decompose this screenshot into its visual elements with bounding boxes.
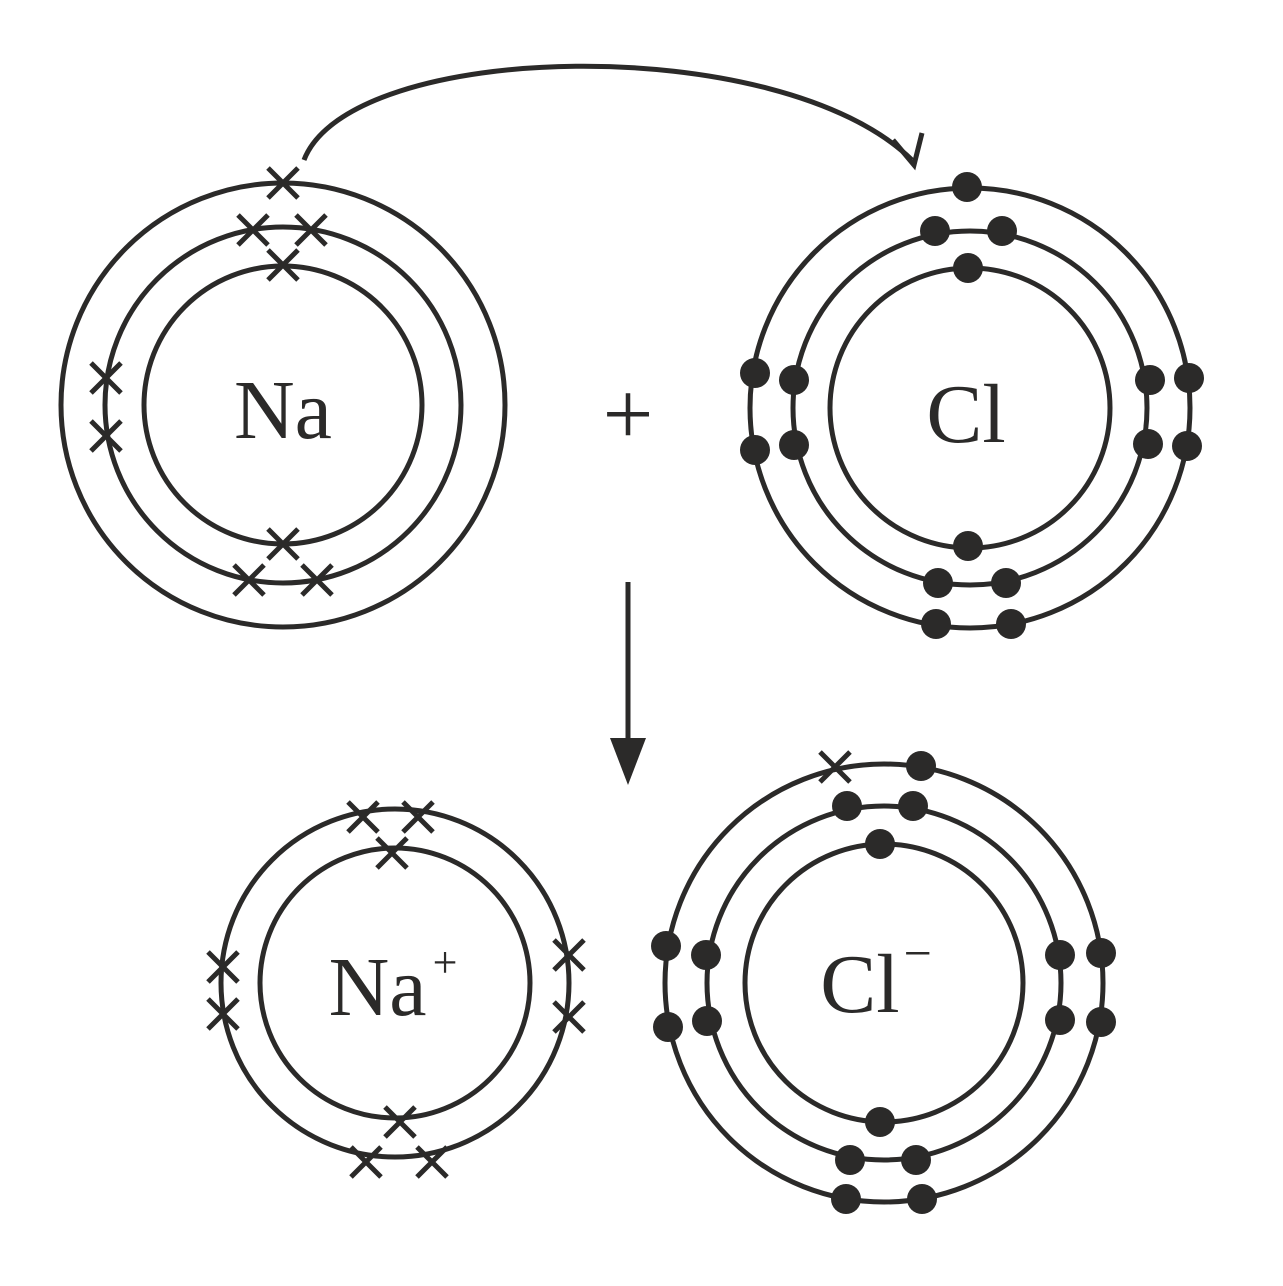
cl-ion-shell-3 (662, 761, 1106, 1205)
cl-ion-electron (906, 751, 936, 781)
na-ion-electron (346, 800, 380, 834)
cl-ion-electron (865, 829, 895, 859)
cl-electron (987, 216, 1017, 246)
cl-ion-electron (865, 1107, 895, 1137)
cl-ion-shell-2 (704, 803, 1064, 1163)
cl-electron (1174, 363, 1204, 393)
cl-ion-electron (651, 931, 681, 961)
cl-ion-charge: − (904, 925, 932, 981)
cl-ion-electron (907, 1184, 937, 1214)
cl-ion-electron (832, 791, 862, 821)
transfer-curve (301, 63, 914, 162)
cl-ion-electron (692, 1006, 722, 1036)
na-ion-symbol: Na+ (329, 938, 458, 1034)
sodium-ion: Na+ (206, 800, 586, 1179)
cl-electron (953, 253, 983, 283)
cl-ion-electron (898, 791, 928, 821)
cl-ion-electron (901, 1145, 931, 1175)
cl-electron (991, 568, 1021, 598)
cl-ion-electron (831, 1184, 861, 1214)
cl-electron (779, 430, 809, 460)
na-electron (266, 527, 300, 561)
na-electron (300, 563, 334, 597)
cl-ion-transferred-electron (818, 750, 852, 784)
na-ion-electron (383, 1105, 417, 1139)
electron-transfer-arrow (301, 63, 925, 171)
cl-ion-electron (835, 1145, 865, 1175)
cl-electron (1133, 429, 1163, 459)
chlorine-atom: Cl (740, 172, 1204, 639)
na-electron (266, 248, 300, 282)
na-shell-2 (102, 224, 464, 586)
na-ion-electron (552, 1000, 586, 1034)
na-electron (89, 419, 123, 453)
cl-ion-electrons (651, 750, 1116, 1214)
na-ion-electron (206, 997, 240, 1031)
na-symbol: Na (234, 364, 332, 457)
cl-ion-electron (691, 940, 721, 970)
cl-electron (740, 358, 770, 388)
na-electron (232, 563, 266, 597)
na-ion-electron (349, 1145, 383, 1179)
reaction-arrow (610, 582, 646, 785)
cl-ion-electron (1086, 1007, 1116, 1037)
na-ion-electron (401, 800, 435, 834)
cl-electron (953, 531, 983, 561)
na-ion-charge: + (433, 938, 458, 987)
na-ion-electron (375, 836, 409, 870)
sodium-atom: Na (58, 166, 508, 630)
cl-ion-electron (653, 1012, 683, 1042)
cl-electron (920, 216, 950, 246)
na-electron (294, 213, 328, 247)
cl-electron (1172, 431, 1202, 461)
reaction-arrow-head (610, 738, 646, 785)
cl-electron (779, 365, 809, 395)
cl-electrons (740, 172, 1204, 639)
na-electron (266, 166, 300, 200)
cl-electron (740, 435, 770, 465)
transfer-arrowhead (891, 132, 925, 171)
na-electron (236, 213, 270, 247)
cl-symbol: Cl (926, 368, 1005, 461)
na-ion-electrons (206, 800, 586, 1179)
na-ion-electron (206, 950, 240, 984)
cl-ion-electron (1086, 938, 1116, 968)
cl-electron (921, 609, 951, 639)
na-ion-electron (415, 1145, 449, 1179)
cl-electron (952, 172, 982, 202)
plus-sign: + (603, 365, 654, 464)
cl-ion-symbol: Cl− (820, 925, 932, 1031)
chloride-ion: Cl− (651, 750, 1116, 1214)
na-electrons (89, 166, 334, 597)
cl-electron (1135, 365, 1165, 395)
na-electron (89, 361, 123, 395)
cl-electron (923, 568, 953, 598)
na-ion-electron (552, 938, 586, 972)
cl-shell-2 (790, 228, 1150, 588)
cl-electron (996, 609, 1026, 639)
cl-ion-electron (1045, 1005, 1075, 1035)
cl-ion-electron (1045, 940, 1075, 970)
na-ion-shell-2 (218, 806, 572, 1160)
